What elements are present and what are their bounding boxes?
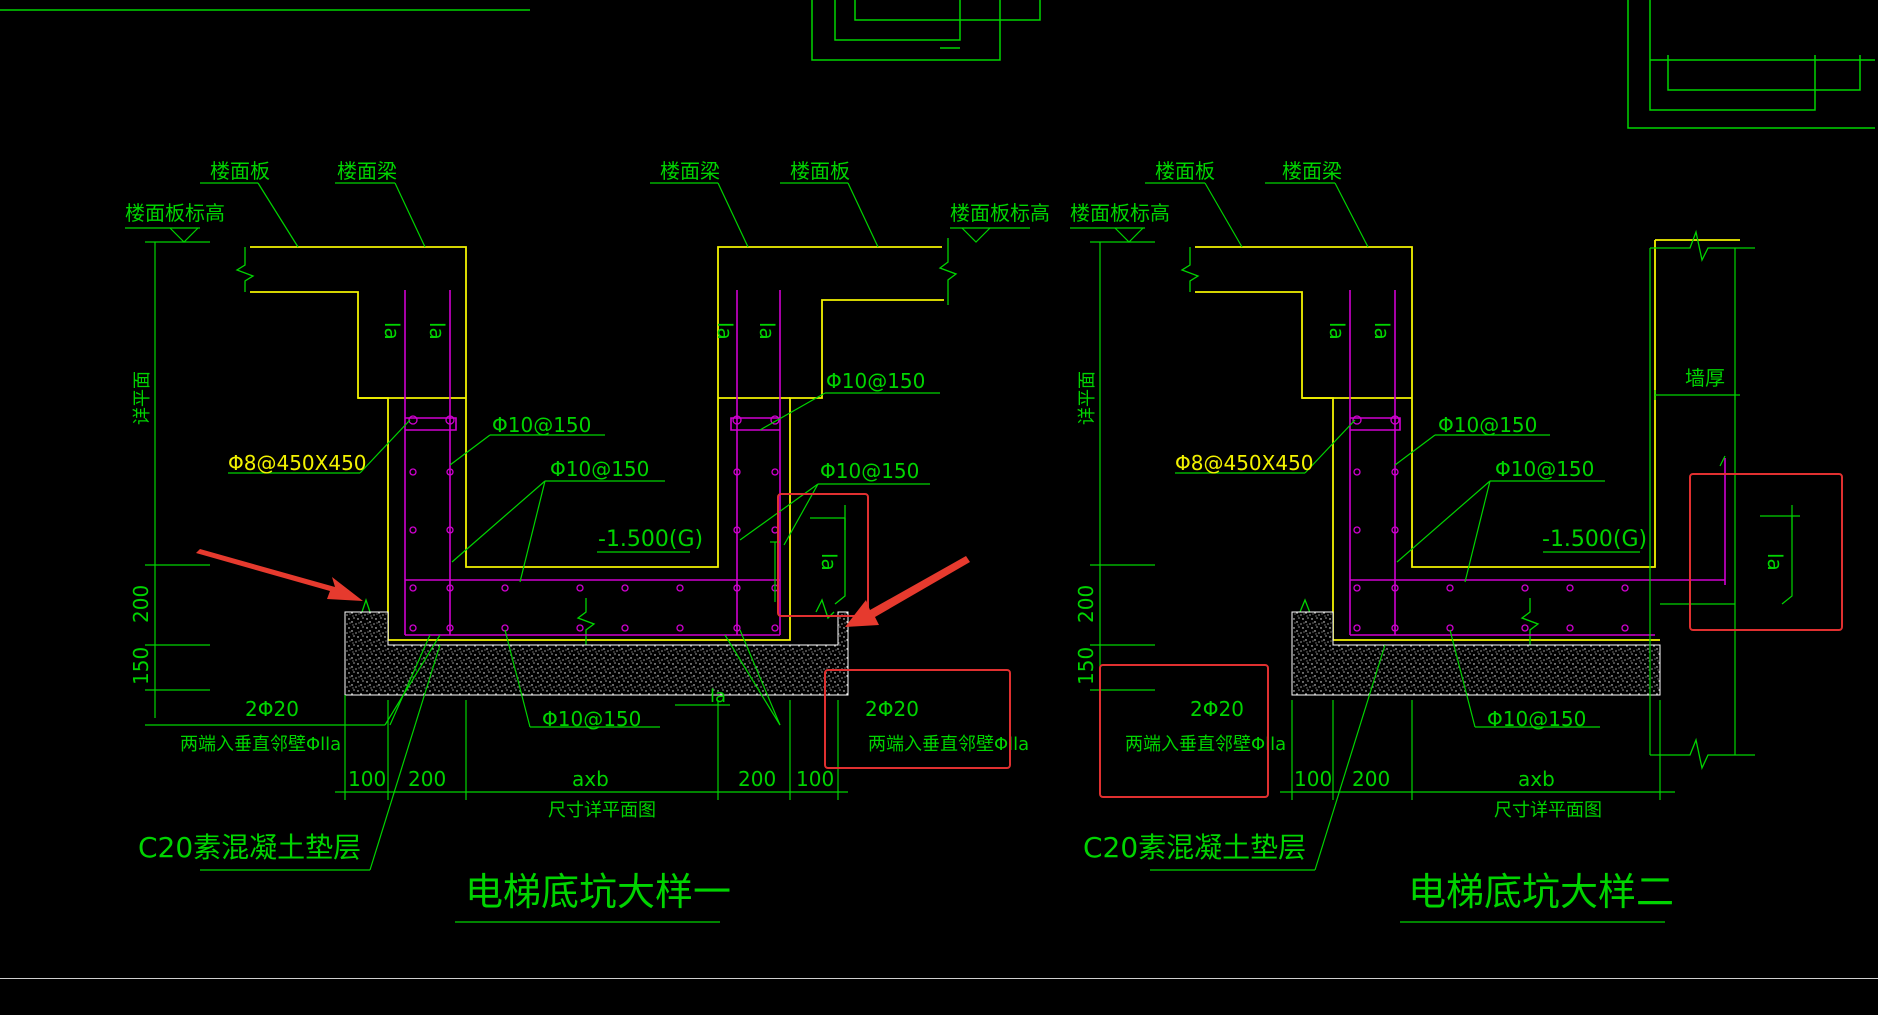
label-rebar-mid: Φ10@150 [550, 457, 649, 481]
arrow-right [845, 556, 970, 627]
la-hook-one [810, 505, 846, 605]
label-floor-beam-left: 楼面梁 [337, 159, 397, 183]
dim-note-two: 尺寸详平面图 [1494, 800, 1602, 821]
label-elevation-two: -1.500(G) [1542, 527, 1647, 552]
detail-two: 楼面板 楼面梁 楼面板标高 详平面 200 150 墙厚 Φ10@150 Φ10… [1070, 159, 1843, 923]
detail-title: 电梯底坑大样一 [465, 870, 731, 914]
concrete-base-one [344, 611, 849, 696]
concrete-outline-one [250, 246, 944, 641]
label-bars-right-note: 两端入垂直邻壁Φlla [868, 734, 1029, 755]
label-la-4: la [755, 322, 779, 340]
label-wall-thickness: 墙厚 [1685, 366, 1725, 390]
concrete-outline-two [1195, 239, 1740, 641]
detail-title-two: 电梯底坑大样二 [1408, 870, 1674, 914]
label-haunch-two: Φ8@450X450 [1175, 451, 1314, 475]
leaders-one [125, 182, 1030, 923]
label-la-1: la [380, 322, 404, 340]
label-floor-slab-right: 楼面板 [790, 159, 850, 183]
dim-100-left: 100 [348, 767, 386, 791]
label-la-box-two: la [1763, 553, 1787, 571]
label-rebar-mid-two: Φ10@150 [1495, 457, 1594, 481]
top-fragment-right [1627, 0, 1875, 129]
highlight-box-la [777, 493, 869, 617]
label-rebar-bottom: Φ10@150 [542, 707, 641, 731]
label-la-3: la [713, 322, 737, 340]
highlight-box-bars-two [1099, 664, 1269, 798]
dim-100-right: 100 [796, 767, 834, 791]
label-concrete: C20素混凝土垫层 [138, 831, 361, 864]
bottom-status-bar [0, 978, 1878, 1015]
label-la-box: la [817, 553, 841, 571]
label-slab-elev-right: 楼面板标高 [950, 201, 1050, 225]
label-rebar-right: Φ10@150 [820, 459, 919, 483]
dim-axb-two: axb [1518, 767, 1555, 791]
dim-200-two: 200 [1352, 767, 1390, 791]
label-rebar-top-two: Φ10@150 [1438, 413, 1537, 437]
label-la-2: la [425, 322, 449, 340]
label-la-1-two: la [1325, 322, 1349, 340]
label-haunch: Φ8@450X450 [228, 451, 367, 475]
label-slab-elev-left: 楼面板标高 [125, 201, 225, 225]
label-side-vertical-two: 详平面 [1077, 371, 1098, 425]
dim-150-vertical-two: 150 [1074, 647, 1098, 685]
label-elevation: -1.500(G) [598, 527, 703, 552]
break-marks-two [1180, 229, 1755, 771]
label-slab-elev: 楼面板标高 [1070, 201, 1170, 225]
dim-100-two: 100 [1294, 767, 1332, 791]
label-la-2-two: la [1370, 322, 1394, 340]
label-la-bottom: la [710, 686, 726, 707]
dim-200-vertical-two: 200 [1074, 585, 1098, 623]
label-rebar-top-right: Φ10@150 [826, 369, 925, 393]
rebar-dots-two [1352, 415, 1629, 632]
dim-200-vertical: 200 [129, 585, 153, 623]
rebar-one [404, 290, 781, 636]
dim-200-right: 200 [738, 767, 776, 791]
top-fragment-center [811, 0, 1041, 61]
label-bars-two: 2Φ20 [1190, 697, 1244, 721]
label-bars-right: 2Φ20 [865, 697, 919, 721]
rebar-two [1349, 290, 1726, 636]
texts-one: 楼面板 楼面梁 楼面梁 楼面板 楼面板标高 楼面板标高 详平面 200 150 … [125, 159, 1050, 914]
label-bars-note-two: 两端入垂直邻壁Φlla [1125, 734, 1286, 755]
detail-one: 楼面板 楼面梁 楼面梁 楼面板 楼面板标高 楼面板标高 详平面 200 150 … [125, 159, 1050, 923]
label-floor-beam: 楼面梁 [1282, 159, 1342, 183]
texts-two: 楼面板 楼面梁 楼面板标高 详平面 200 150 墙厚 Φ10@150 Φ10… [1070, 159, 1787, 914]
rebar-dots-one [408, 415, 780, 632]
dim-axb: axb [572, 767, 609, 791]
concrete-base-two [1291, 611, 1661, 696]
label-bars-left-note: 两端入垂直邻壁Φlla [180, 734, 341, 755]
label-side-vertical: 详平面 [132, 371, 153, 425]
label-rebar-bottom-two: Φ10@150 [1487, 707, 1586, 731]
label-floor-slab: 楼面板 [1155, 159, 1215, 183]
highlight-box-la-two [1689, 473, 1843, 631]
dim-note: 尺寸详平面图 [548, 800, 656, 821]
highlight-box-bars [824, 669, 1011, 769]
label-concrete-two: C20素混凝土垫层 [1083, 831, 1306, 864]
dim-200-left: 200 [408, 767, 446, 791]
label-rebar-top-left: Φ10@150 [492, 413, 591, 437]
dim-150-vertical: 150 [129, 647, 153, 685]
leaders-two [1070, 182, 1800, 923]
label-bars-left: 2Φ20 [245, 697, 299, 721]
label-floor-slab-left: 楼面板 [210, 159, 270, 183]
arrow-left [196, 549, 363, 601]
label-floor-beam-right: 楼面梁 [660, 159, 720, 183]
